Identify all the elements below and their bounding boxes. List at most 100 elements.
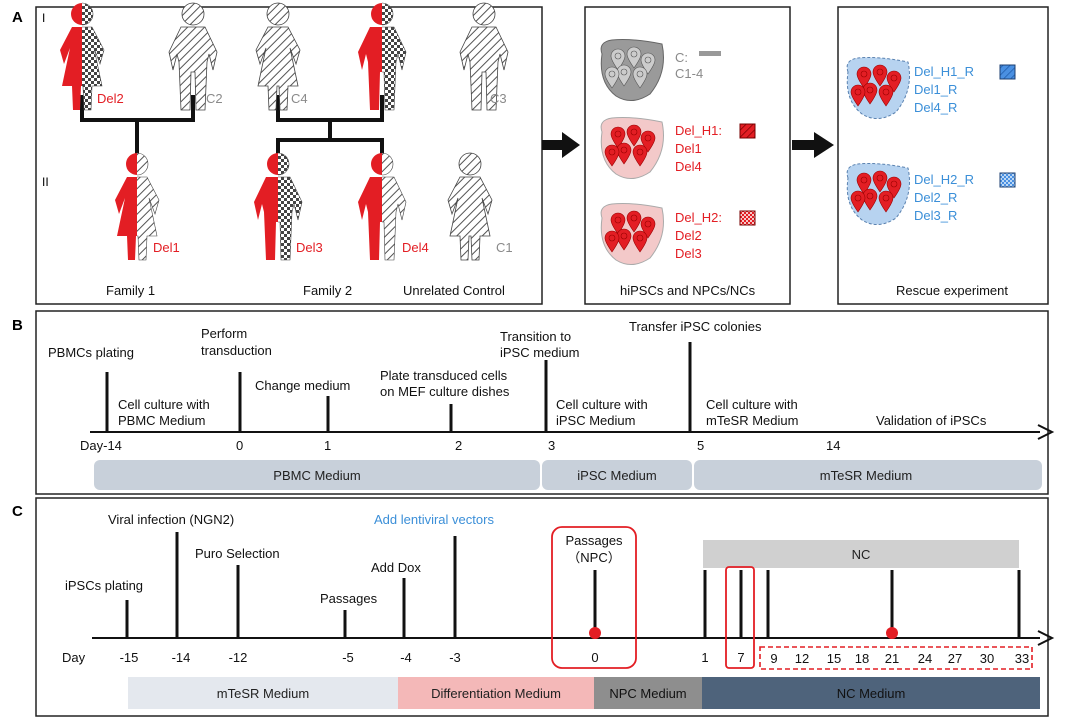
cells-caption: hiPSCs and NPCs/NCs: [620, 283, 756, 298]
label-c3: C3: [490, 91, 507, 106]
generation-2-label: II: [42, 175, 49, 189]
label-del-h1: Del_H1:: [675, 123, 722, 138]
event-add-dox: Add Dox: [371, 560, 421, 575]
colony-del-h2: [600, 203, 664, 266]
rescue-box: [837, 6, 1049, 305]
event-transfer-colonies: Transfer iPSC colonies: [629, 319, 762, 334]
day-c-6: 0: [591, 650, 598, 665]
event-add-lentiviral: Add lentiviral vectors: [374, 512, 494, 527]
label-del-h2-r: Del_H2_R: [914, 172, 974, 187]
nc-day-5: 24: [918, 651, 932, 666]
label-h1-del1: Del1: [675, 141, 702, 156]
label-c1-4: C1-4: [675, 66, 703, 81]
del-h1-r-swatch: [999, 64, 1016, 80]
band-c-npc: NPC Medium: [609, 686, 686, 701]
del-h2-r-swatch: [999, 172, 1016, 188]
event-culture-ipsc-1: Cell culture with: [556, 397, 648, 412]
pedigree-lines: [80, 95, 384, 160]
npc-passage-dot: [589, 627, 601, 639]
person-c1: [447, 152, 493, 261]
day-b-1: Day-14: [80, 438, 122, 453]
event-culture-pbmc-1: Cell culture with: [118, 397, 210, 412]
generation-1-label: I: [42, 11, 45, 25]
label-c1: C1: [496, 240, 513, 255]
panel-b-box: [35, 310, 1049, 495]
day-c-0: -15: [120, 650, 139, 665]
nc-bar: [703, 540, 1019, 568]
label-del1: Del1: [153, 240, 180, 255]
medium-bands-b: [94, 460, 1042, 490]
day-b-7: 14: [826, 438, 840, 453]
event-passages: Passages: [320, 591, 378, 606]
npc-highlight-box: [551, 526, 637, 669]
nc-bar-label: NC: [852, 547, 871, 562]
event-plate-2: on MEF culture dishes: [380, 384, 510, 399]
band-b-pbmc: PBMC Medium: [273, 468, 360, 483]
label-del4-r: Del4_R: [914, 100, 957, 115]
label-h2-del3: Del3: [675, 246, 702, 261]
unrelated-control-label: Unrelated Control: [403, 283, 505, 298]
label-del3-r: Del3_R: [914, 208, 957, 223]
event-perform-2: transduction: [201, 343, 272, 358]
colony-control: [600, 39, 664, 102]
day-c-3: -5: [342, 650, 354, 665]
person-father-family2: [358, 2, 407, 111]
event-perform-1: Perform: [201, 326, 247, 341]
nc-day-1: 12: [795, 651, 809, 666]
event-puro-selection: Puro Selection: [195, 546, 280, 561]
panel-b-label: B: [12, 317, 23, 334]
day-c-7: 1: [701, 650, 708, 665]
event-passages-npc-2: （NPC）: [567, 550, 620, 565]
label-c4: C4: [291, 91, 308, 106]
rescue-caption: Rescue experiment: [896, 283, 1008, 298]
band-c-differentiation: Differentiation Medium: [431, 686, 561, 701]
event-validation: Validation of iPSCs: [876, 413, 987, 428]
day-c-5: -3: [449, 650, 461, 665]
label-c2: C2: [206, 91, 223, 106]
label-control-c: C:: [675, 50, 688, 65]
event-ipsc-plating: iPSCs plating: [65, 578, 143, 593]
day-b-3: 1: [324, 438, 331, 453]
label-del3: Del3: [296, 240, 323, 255]
colony-rescue-h2: [846, 163, 910, 226]
day-c-4: -4: [400, 650, 412, 665]
day-b-5: 3: [548, 438, 555, 453]
timeline-c-ticks: [125, 532, 1021, 638]
event-passages-npc-1: Passages: [565, 533, 623, 548]
panel-c-label: C: [12, 503, 23, 520]
event-culture-mtesr-2: mTeSR Medium: [706, 413, 798, 428]
panel-a-label: A: [12, 9, 23, 26]
band-b-ipsc: iPSC Medium: [577, 468, 656, 483]
colony-del-h1: [600, 117, 664, 180]
nc-day-6: 27: [948, 651, 962, 666]
panel-c-box: [35, 497, 1049, 717]
event-transition-2: iPSC medium: [500, 345, 579, 360]
label-del1-r: Del1_R: [914, 82, 957, 97]
day-c-label: Day: [62, 650, 86, 665]
arrow-icon: [542, 132, 834, 158]
family-2-label: Family 2: [303, 283, 352, 298]
timeline-b-ticks: [105, 342, 692, 432]
timeline-b-arrowhead: [1037, 424, 1055, 440]
nc-day-7: 30: [980, 651, 994, 666]
nc-days-dashed-box: [759, 646, 1033, 670]
event-pbmc-plating: PBMCs plating: [48, 345, 134, 360]
nc-day-8: 33: [1015, 651, 1029, 666]
day-c-2: -12: [229, 650, 248, 665]
label-h1-del4: Del4: [675, 159, 702, 174]
band-c-nc: NC Medium: [837, 686, 906, 701]
label-del2-r: Del2_R: [914, 190, 957, 205]
label-del4: Del4: [402, 240, 429, 255]
day-c-8: 7: [737, 650, 744, 665]
label-del-h2: Del_H2:: [675, 210, 722, 225]
colony-rescue-h1: [846, 57, 910, 120]
day7-highlight-box: [725, 566, 755, 669]
event-transition-1: Transition to: [500, 329, 571, 344]
event-culture-mtesr-1: Cell culture with: [706, 397, 798, 412]
event-change-medium: Change medium: [255, 378, 350, 393]
del-h2-swatch: [739, 210, 756, 226]
nc-day-0: 9: [770, 651, 777, 666]
day-b-2: 0: [236, 438, 243, 453]
event-viral-infection: Viral infection (NGN2): [108, 512, 234, 527]
timeline-c-arrowhead: [1037, 630, 1055, 646]
